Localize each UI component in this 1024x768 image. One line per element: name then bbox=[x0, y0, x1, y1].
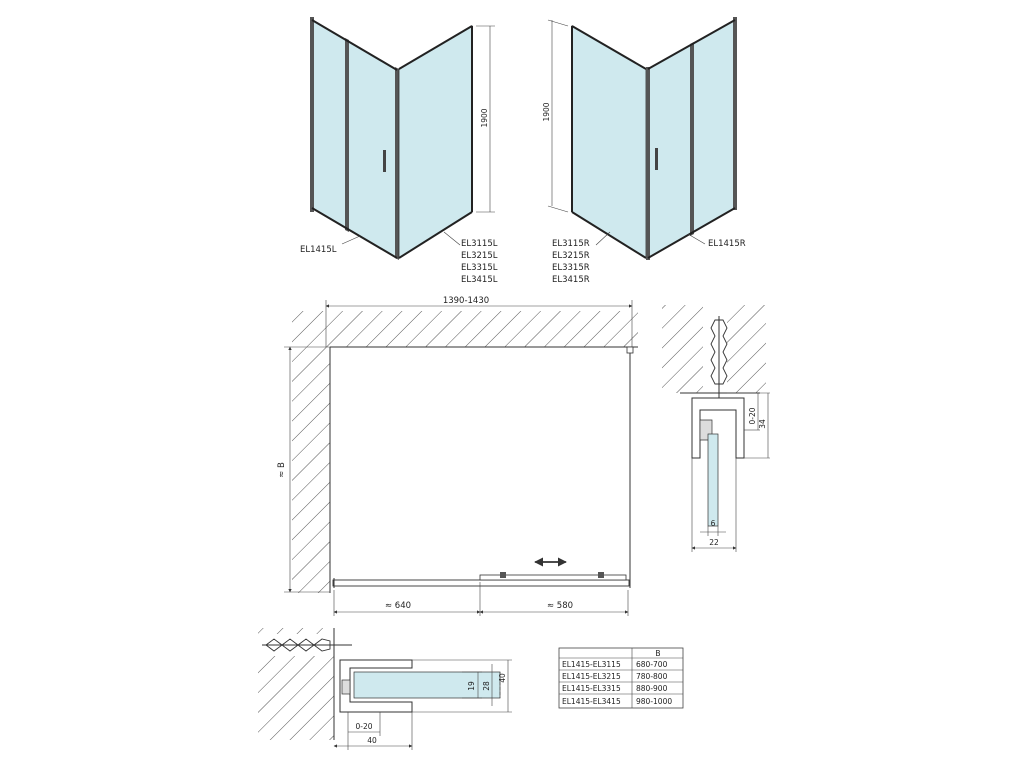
left-enclosure-view: 1900 EL1415L EL3115L EL3215L EL3315L EL3… bbox=[300, 17, 498, 285]
bottom-detail-40-label: 40 bbox=[498, 673, 507, 683]
plan-left-wall bbox=[292, 347, 330, 593]
plan-depth-label: ≈ B bbox=[277, 462, 287, 478]
right-side-label-2: EL3315R bbox=[552, 263, 590, 273]
table-row-3-b: 980-1000 bbox=[636, 697, 672, 706]
table-row-1-b: 780-800 bbox=[636, 672, 668, 681]
table-header-b: B bbox=[655, 649, 660, 658]
left-side-label-0: EL3115L bbox=[461, 239, 498, 249]
plan-door-track bbox=[332, 579, 630, 587]
top-detail-glass-label: 6 bbox=[711, 519, 716, 528]
left-side-label-1: EL3215L bbox=[461, 251, 498, 261]
plan-door-left-label: ≈ 640 bbox=[385, 601, 411, 611]
left-side-label-3: EL3415L bbox=[461, 275, 498, 285]
right-pointer-label: EL1415R bbox=[708, 239, 746, 249]
size-table: B EL1415-EL3115 680-700 EL1415-EL3215 78… bbox=[558, 647, 684, 709]
top-detail-adjust-label: 0-20 bbox=[748, 407, 757, 424]
bottom-detail-adjust-label: 0-20 bbox=[355, 722, 372, 731]
bottom-detail-19-label: 19 bbox=[467, 681, 476, 691]
left-height-label: 1900 bbox=[480, 108, 489, 127]
bottom-detail-28-label: 28 bbox=[482, 681, 491, 691]
wall-profile-detail-bottom: 19 28 40 0-20 40 bbox=[258, 628, 512, 750]
table-row-1-model: EL1415-EL3215 bbox=[562, 672, 621, 681]
table-row-0-b: 680-700 bbox=[636, 660, 668, 669]
left-view-door-glass bbox=[311, 19, 398, 259]
left-side-label-2: EL3315L bbox=[461, 263, 498, 273]
plan-top-wall bbox=[292, 311, 638, 347]
plan-view: 1390-1430 ≈ B ≈ 640 ≈ 580 bbox=[277, 296, 638, 616]
top-detail-depth-label: 34 bbox=[758, 419, 767, 429]
top-detail-width-label: 22 bbox=[709, 538, 719, 547]
plan-door-right-label: ≈ 580 bbox=[547, 601, 573, 611]
left-pointer-label: EL1415L bbox=[300, 245, 337, 255]
table-row-2-b: 880-900 bbox=[636, 684, 668, 693]
detail-glass-bottom bbox=[353, 671, 501, 699]
bottom-detail-width-label: 40 bbox=[367, 736, 377, 745]
wall-profile-detail-top: 0-20 34 6 22 bbox=[662, 305, 770, 552]
right-side-label-0: EL3115R bbox=[552, 239, 590, 249]
right-side-label-3: EL3415R bbox=[552, 275, 590, 285]
detail-glass-top bbox=[707, 433, 719, 527]
table-row-0-model: EL1415-EL3115 bbox=[562, 660, 621, 669]
right-side-label-1: EL3215R bbox=[552, 251, 590, 261]
right-height-label: 1900 bbox=[542, 102, 551, 121]
table-row-3-model: EL1415-EL3415 bbox=[562, 697, 621, 706]
right-view-side-glass bbox=[571, 25, 647, 259]
plan-width-label: 1390-1430 bbox=[443, 296, 489, 306]
left-view-side-glass bbox=[398, 25, 473, 259]
table-row-2-model: EL1415-EL3315 bbox=[562, 684, 621, 693]
right-enclosure-view: 1900 EL3115R EL3215R EL3315R EL3415R EL1… bbox=[542, 17, 746, 285]
